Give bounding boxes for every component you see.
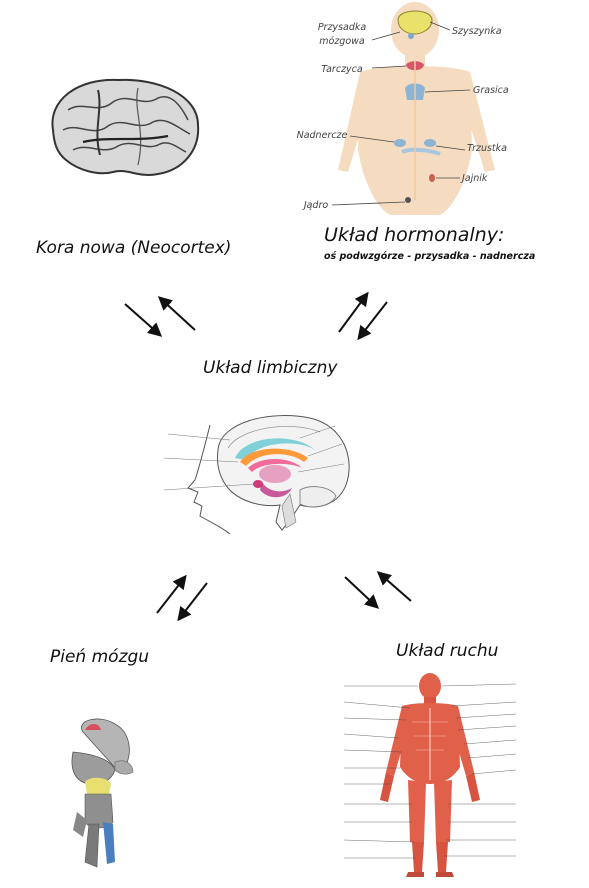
pineal-label: Szyszynka	[452, 26, 502, 37]
ovary-label: Jajnik	[460, 173, 488, 184]
thymus-label: Grasica	[473, 85, 509, 96]
brainstem-icon	[55, 712, 150, 882]
endocrine-body-icon: Przysadka mózgowa Szyszynka Tarczyca Gra…	[290, 0, 550, 215]
limbic-motor-arrows-icon	[335, 565, 425, 630]
neocortex-brain-icon	[38, 70, 208, 185]
neocortex-label: Kora nowa (Neocortex)	[36, 238, 231, 258]
hpa-axis-label: oś podwzgórze - przysadka - nadnercza	[324, 251, 589, 262]
limbic-brainstem-arrows-icon	[145, 565, 225, 630]
hormonal-system-label: Układ hormonalny:	[324, 224, 504, 246]
adrenal-label: Nadnercze	[297, 130, 348, 141]
testis-label: Jądro	[302, 200, 329, 211]
motor-system-label: Układ ruchu	[396, 641, 498, 661]
muscle-body-icon	[340, 672, 520, 885]
limbic-system-icon	[150, 410, 370, 540]
pancreas-label: Trzustka	[467, 143, 507, 154]
brainstem-label: Pień mózgu	[50, 647, 149, 667]
pituitary-label-line2: mózgowa	[319, 36, 365, 47]
neocortex-limbic-arrows-icon	[110, 280, 220, 350]
thyroid-label: Tarczyca	[321, 64, 363, 75]
hormonal-limbic-arrows-icon	[325, 280, 405, 350]
limbic-system-label: Układ limbiczny	[203, 358, 337, 378]
pituitary-label: Przysadka	[318, 22, 367, 33]
